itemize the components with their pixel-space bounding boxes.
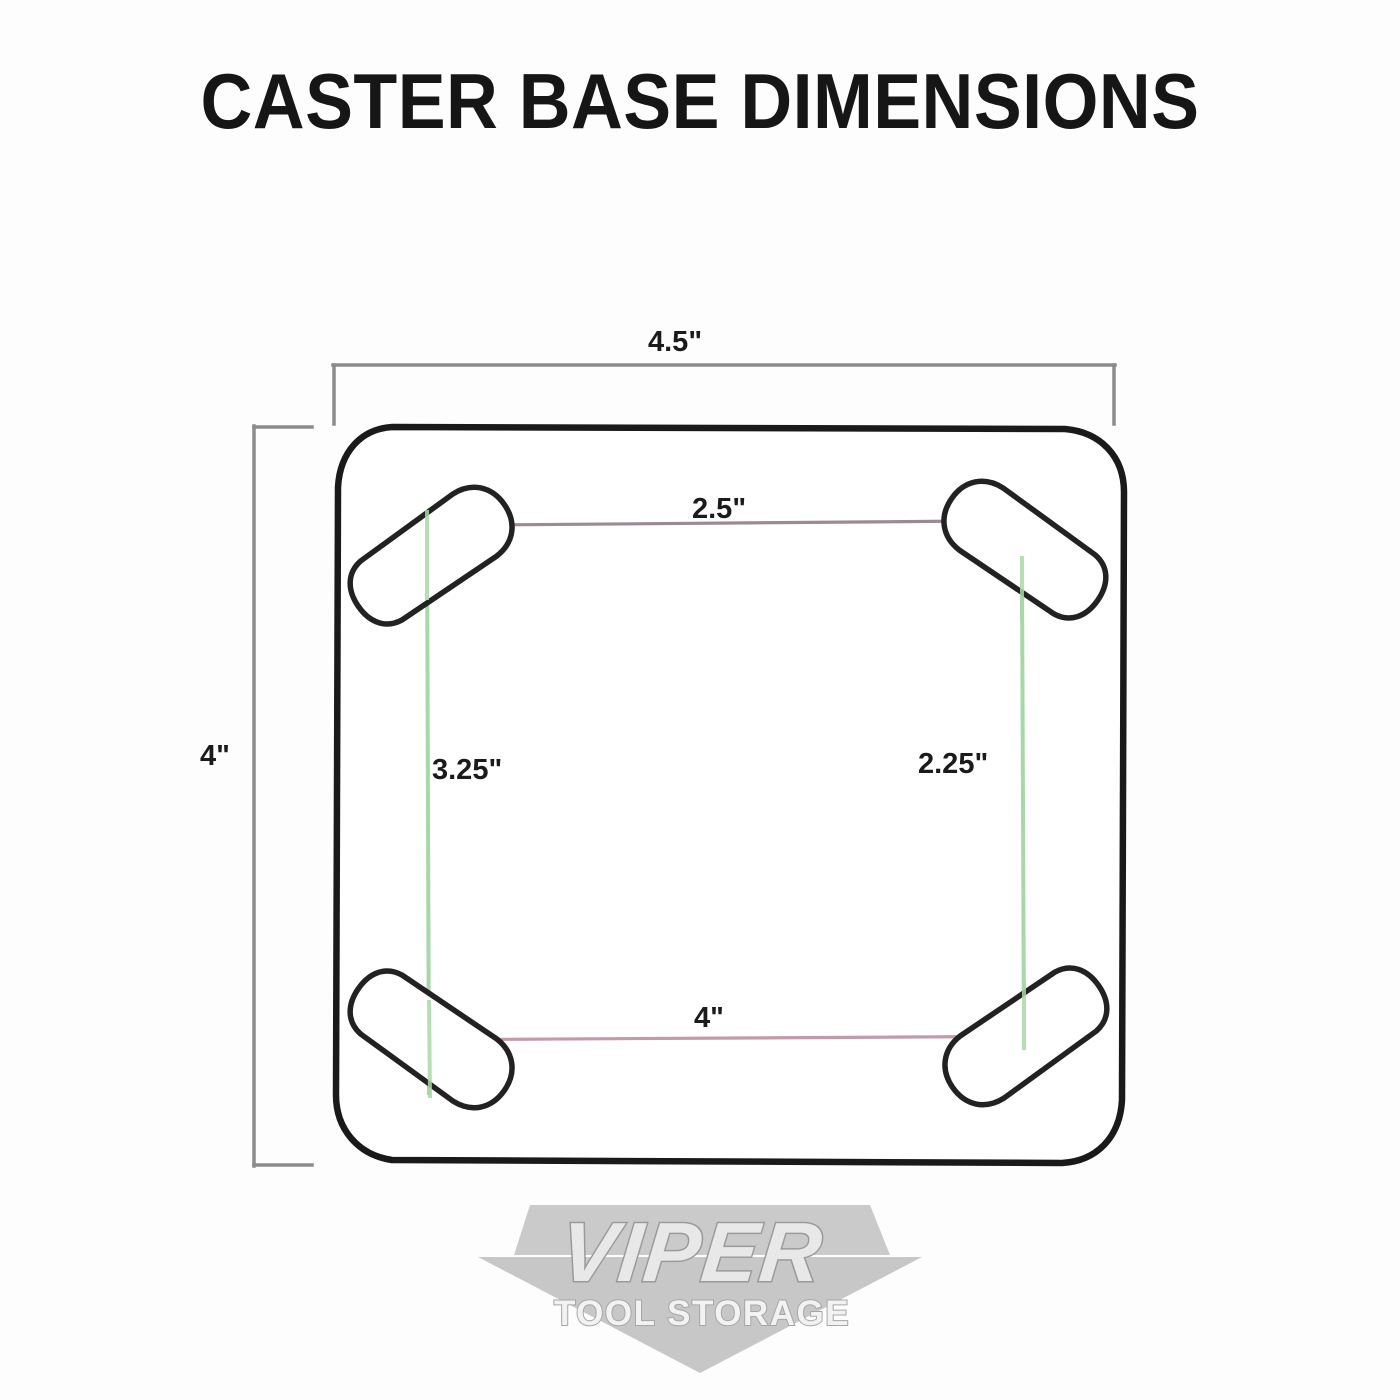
- logo-brand-text: VIPER: [556, 1205, 828, 1299]
- dimension-label-inner-top: 2.5": [692, 493, 747, 525]
- reference-line-top-mauve: [487, 519, 979, 527]
- caster-pad-top-left: [347, 484, 515, 627]
- logo-svg: VIPER TOOL STORAGE: [478, 1204, 922, 1373]
- reference-line-right-green-overlay: [1020, 556, 1026, 1050]
- base-plate-outline: [332, 423, 1128, 1167]
- caster-pad-top-right: [941, 478, 1109, 621]
- reference-line-right-green: [1020, 577, 1026, 1041]
- page-title: CASTER BASE DIMENSIONS: [200, 57, 1200, 145]
- reference-line-left-green-overlay: [425, 510, 432, 1099]
- dimension-label-inner-left: 3.25": [432, 754, 503, 786]
- dimension-label-overall-width: 4.5": [648, 326, 703, 358]
- logo-tagline-text: TOOL STORAGE: [554, 1294, 850, 1333]
- viper-tool-storage-logo: VIPER TOOL STORAGE: [470, 1195, 930, 1385]
- dimension-label-inner-bottom: 4": [694, 1002, 724, 1034]
- dimension-label-overall-height: 4": [200, 740, 230, 772]
- dimension-bracket-top: [331, 363, 1117, 426]
- dimension-bracket-left: [252, 424, 314, 1168]
- logo-chevron-shape: [478, 1205, 922, 1373]
- dimension-label-inner-right: 2.25": [918, 748, 989, 780]
